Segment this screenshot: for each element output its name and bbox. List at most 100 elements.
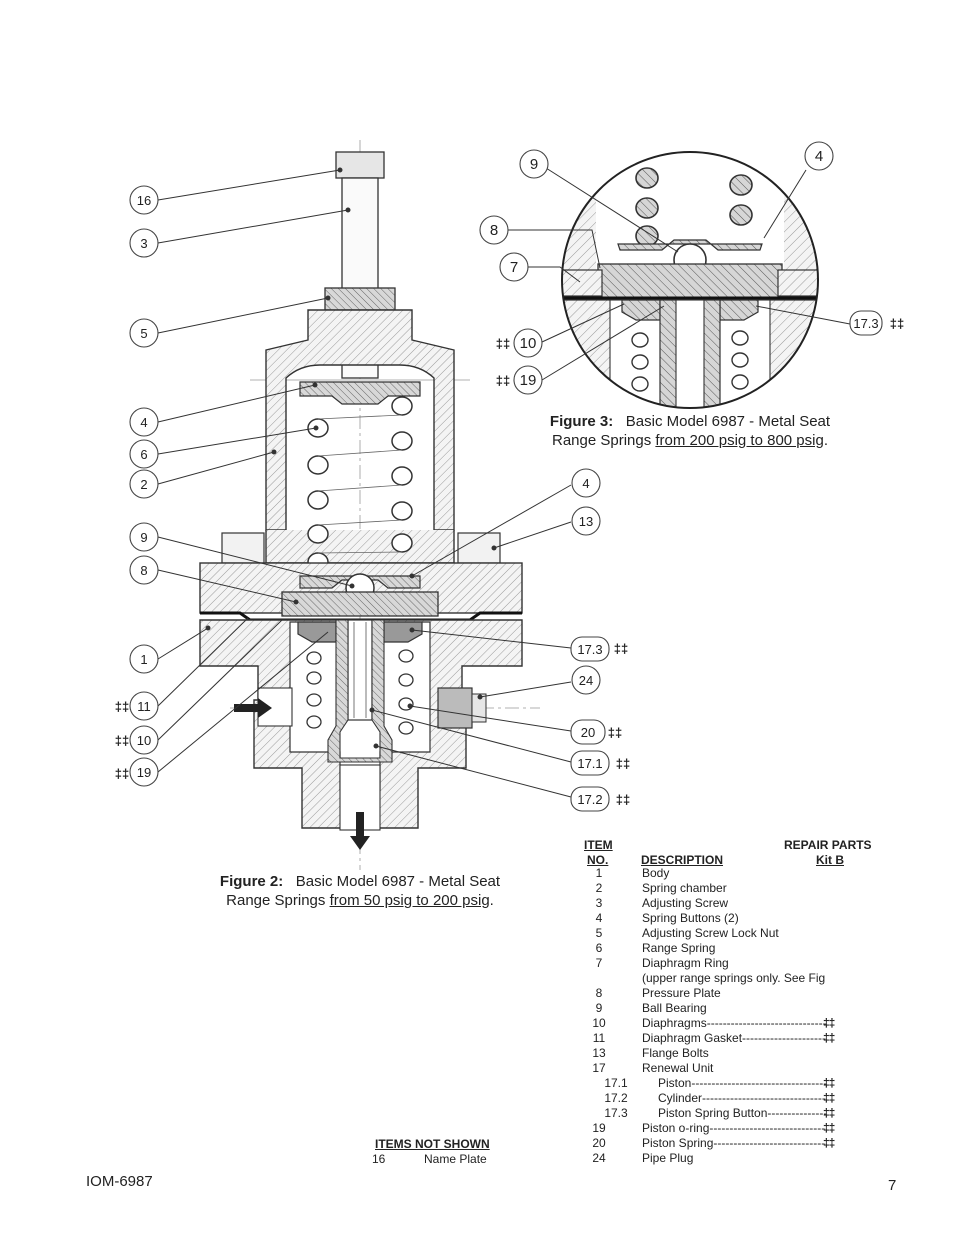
- callout-9: 9: [140, 530, 147, 545]
- leader-dots: ----------------------------------------…: [691, 1076, 826, 1090]
- figure-3-drawing: 9 4 8 7 10 19 17.3 ‡‡ ‡‡ ‡‡: [479, 141, 904, 409]
- item-description: Pressure Plate: [642, 986, 826, 1001]
- inlet-flow-arrow: [234, 698, 272, 718]
- spring-chamber: [265, 309, 455, 531]
- detail-kit-mark-10: ‡‡: [496, 336, 510, 351]
- table-row: 4 Spring Buttons (2): [576, 911, 896, 926]
- callout-20: 20: [581, 725, 595, 740]
- item-description-text: Diaphragm Ring: [642, 956, 729, 970]
- item-description: Piston Spring Button--------------------…: [658, 1106, 826, 1121]
- table-row: 17 Renewal Unit: [576, 1061, 896, 1076]
- item-description: Spring Buttons (2): [642, 911, 826, 926]
- item-no: 17.1: [604, 1076, 628, 1090]
- item-description-text: Piston o-ring: [642, 1121, 710, 1135]
- items-not-shown-title: ITEMS NOT SHOWN: [375, 1137, 490, 1151]
- item-no: 13: [592, 1046, 606, 1060]
- item-description-text: Spring chamber: [642, 881, 727, 895]
- item-description: Ball Bearing: [642, 1001, 826, 1016]
- callout-10: 10: [137, 733, 151, 748]
- cylinder: [327, 619, 393, 763]
- callout-1: 1: [140, 652, 147, 667]
- item-description-text: Renewal Unit: [642, 1061, 714, 1075]
- item-description: Cylinder--------------------------------…: [658, 1091, 826, 1106]
- item-no: 10: [592, 1016, 606, 1030]
- item-no: 7: [595, 956, 603, 970]
- item-description: Piston----------------------------------…: [658, 1076, 826, 1091]
- kit-mark-10: ‡‡: [115, 733, 129, 748]
- item-no: 3: [595, 896, 603, 910]
- detail-kit-mark-19: ‡‡: [496, 373, 510, 388]
- table-row: 13 Flange Bolts: [576, 1046, 896, 1061]
- figure-2-line2-post: .: [489, 892, 494, 909]
- outlet-flow-arrow: [350, 812, 370, 850]
- table-row: (upper range springs only. See Figure 3): [576, 971, 896, 986]
- item-description-text: Adjusting Screw Lock Nut: [642, 926, 779, 940]
- figure-2-label: Figure 2:: [219, 873, 284, 890]
- item-description-text: Piston: [658, 1076, 692, 1090]
- figure-2-line2-pre: Range Springs: [226, 892, 330, 909]
- item-description: (upper range springs only. See Figure 3): [642, 971, 826, 986]
- kit-mark: ‡‡: [823, 1076, 835, 1090]
- item-description-text: Flange Bolts: [642, 1046, 709, 1060]
- item-description-text: Piston Spring: [642, 1136, 714, 1150]
- detail-kit-mark-17-3: ‡‡: [890, 316, 904, 331]
- callout-17-1: 17.1: [577, 756, 602, 771]
- kit-mark: ‡‡: [823, 1031, 835, 1045]
- item-description-text: Diaphragm Gasket: [642, 1031, 743, 1045]
- item-description-text: Cylinder: [658, 1091, 703, 1105]
- pipe-plug: [437, 687, 473, 729]
- item-no: 1: [595, 866, 603, 880]
- item-no: 17.3: [604, 1106, 628, 1120]
- kit-mark-17-3: ‡‡: [614, 641, 628, 656]
- item-description-text: Body: [642, 866, 670, 880]
- range-spring: [307, 396, 413, 572]
- item-description: Flange Bolts: [642, 1046, 826, 1061]
- parts-table-header: ITEM NO. DESCRIPTION REPAIR PARTS Kit B: [576, 836, 896, 867]
- item-description: Diaphragms------------------------------…: [642, 1016, 826, 1031]
- item-no: 6: [595, 941, 603, 955]
- detail-callout-10: 10: [520, 335, 537, 352]
- callout-4: 4: [140, 415, 147, 430]
- kit-mark-17-1: ‡‡: [616, 756, 630, 771]
- leader-dots: ----------------------------------------…: [702, 1091, 826, 1105]
- item-no: 4: [595, 911, 603, 925]
- callout-11: 11: [137, 699, 151, 714]
- kit-mark-17-2: ‡‡: [616, 792, 630, 807]
- upper-spring-button: [299, 381, 421, 405]
- kit-mark-20: ‡‡: [608, 725, 622, 740]
- item-description: Piston Spring---------------------------…: [642, 1136, 826, 1151]
- leader-dots: ----------------------------------------…: [713, 1136, 826, 1150]
- item-description: Piston o-ring---------------------------…: [642, 1121, 826, 1136]
- leader-dots: ----------------------------------------…: [706, 1016, 826, 1030]
- piston-spring: [306, 649, 414, 735]
- kit-mark: ‡‡: [823, 1121, 835, 1135]
- item-description: Adjusting Screw Lock Nut: [642, 926, 826, 941]
- table-row: 6 Range Spring: [576, 941, 896, 956]
- item-no: 24: [592, 1151, 606, 1165]
- adjusting-screw-head: [335, 151, 385, 179]
- header-kit: Kit B: [816, 853, 844, 867]
- figure-3-line1: Basic Model 6987 - Metal Seat: [625, 413, 831, 430]
- item-no: 20: [592, 1136, 606, 1150]
- detail-callout-9: 9: [530, 156, 538, 173]
- item-no: 17: [592, 1061, 606, 1075]
- detail-callout-19: 19: [520, 372, 537, 389]
- header-repair-parts: REPAIR PARTS: [784, 838, 872, 852]
- item-description-text: Range Spring: [642, 941, 716, 955]
- table-row: ‡‡ 17.1 Piston----------------------------…: [576, 1076, 896, 1091]
- detail-circle: [561, 151, 819, 409]
- leader-dots: ----------------------------------------…: [709, 1121, 826, 1135]
- header-no: NO.: [587, 853, 609, 867]
- page-number: 7: [888, 1177, 897, 1194]
- figure-3-label: Figure 3:: [549, 413, 614, 430]
- table-row: 1 Body: [576, 866, 896, 881]
